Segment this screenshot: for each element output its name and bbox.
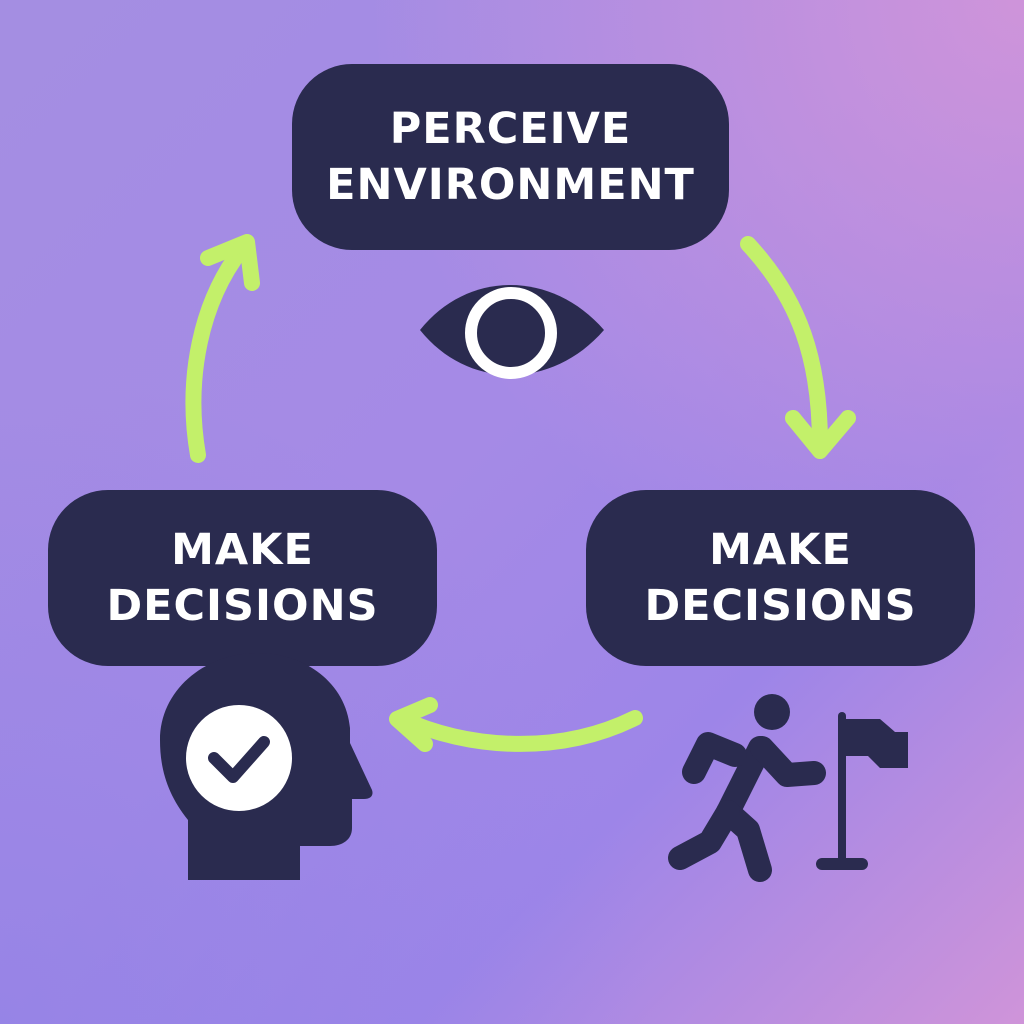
arrow-left-to-top: [185, 234, 260, 463]
node-label-line-1: PERCEIVE: [389, 104, 632, 154]
node-make-decisions-left: MAKE DECISIONS: [48, 490, 437, 666]
eye-icon: [420, 285, 604, 379]
arrow-top-to-right: [740, 236, 856, 459]
node-make-decisions-right: MAKE DECISIONS: [586, 490, 975, 666]
node-label-line-2: ENVIRONMENT: [326, 160, 695, 210]
arrow-right-to-left: [389, 697, 643, 752]
node-label-line-2: DECISIONS: [106, 581, 379, 631]
node-label-line-2: DECISIONS: [644, 581, 917, 631]
node-label-line-1: MAKE: [171, 525, 314, 575]
node-label-line-1: MAKE: [709, 525, 852, 575]
runner-flag-icon: [668, 694, 908, 882]
head-check-icon: [160, 653, 373, 880]
node-perceive-environment: PERCEIVE ENVIRONMENT: [292, 64, 729, 250]
